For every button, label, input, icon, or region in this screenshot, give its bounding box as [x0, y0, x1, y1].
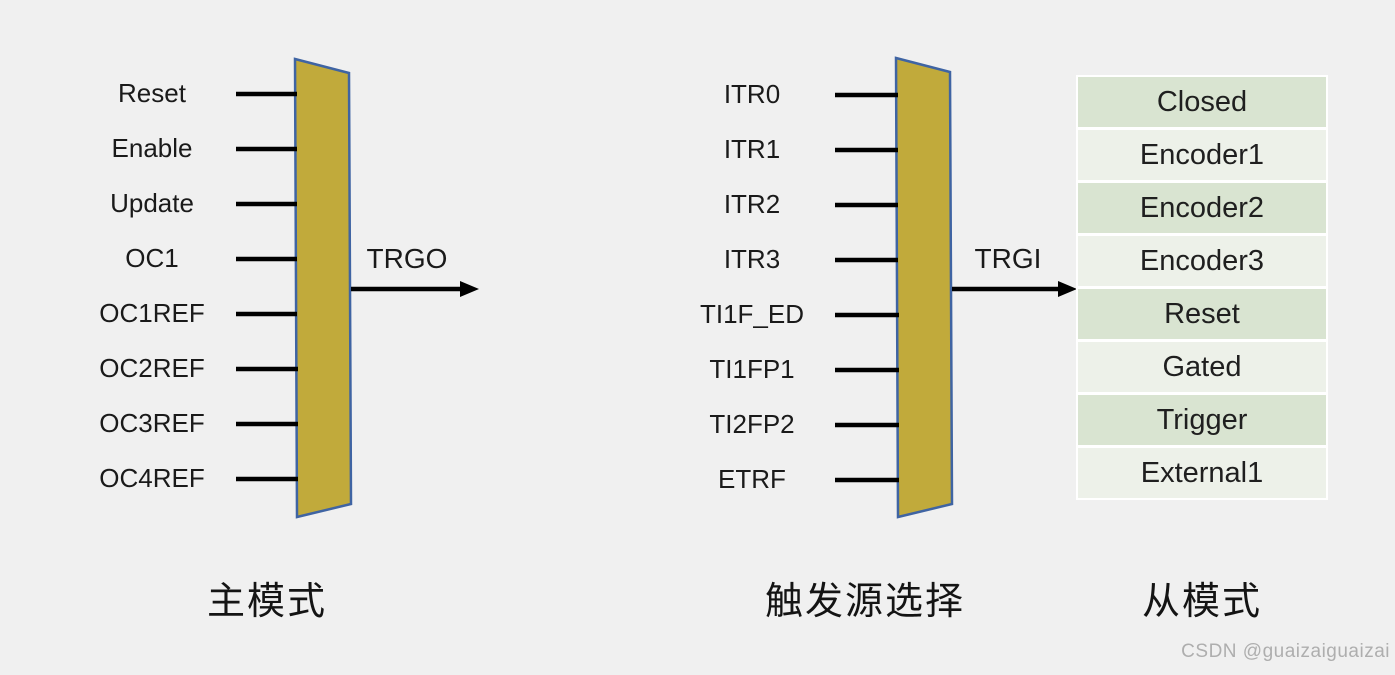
trigger-input-wires: [835, 92, 899, 483]
port-label: Update: [110, 188, 194, 218]
port-label: ITR2: [723, 189, 781, 219]
slave-mode-row: Trigger: [1078, 395, 1326, 445]
port-label: TI2FP2: [709, 409, 795, 439]
port-label: OC1REF: [99, 298, 205, 328]
trigger-port-labels: ITR0 ITR1 ITR2 ITR3 TI1F_ED TI1FP1 TI2FP…: [652, 67, 852, 507]
port-label: OC2REF: [99, 353, 205, 383]
trgo-signal-label: TRGO: [366, 243, 448, 274]
trigger-source-caption: 触发源选择: [764, 581, 965, 623]
csdn-watermark: CSDN @guaizaiguaizai: [1181, 641, 1390, 662]
slave-mode-row: Encoder1: [1078, 130, 1326, 180]
master-mux-shape: [293, 57, 353, 519]
port-label: ITR3: [723, 244, 781, 274]
port-label: OC3REF: [99, 408, 205, 438]
port-label: TI1FP1: [709, 354, 795, 384]
slave-mode-row: Reset: [1078, 289, 1326, 339]
slave-mode-row: Gated: [1078, 342, 1326, 392]
master-mode-caption: 主模式: [206, 581, 327, 623]
master-port-labels: Reset Enable Update OC1 OC1REF OC2REF OC…: [52, 66, 252, 506]
port-label: TI1F_ED: [699, 299, 805, 329]
slave-mode-row: Encoder3: [1078, 236, 1326, 286]
trgo-arrow: [351, 281, 479, 297]
port-label: ITR0: [723, 79, 781, 109]
slave-mode-table: Closed Encoder1 Encoder2 Encoder3 Reset …: [1076, 75, 1328, 500]
port-label: ETRF: [718, 464, 786, 494]
port-label: Reset: [118, 78, 186, 108]
slave-mode-row: Encoder2: [1078, 183, 1326, 233]
port-label: ITR1: [723, 134, 781, 164]
port-label: OC1: [125, 243, 179, 273]
slave-mode-row: External1: [1078, 448, 1326, 498]
trgi-arrow: [952, 281, 1077, 297]
slave-mode-row: Closed: [1078, 77, 1326, 127]
trgi-signal-label: TRGI: [974, 243, 1042, 274]
master-input-wires: [236, 91, 298, 482]
port-label: OC4REF: [99, 463, 205, 493]
trigger-mux-shape: [894, 56, 954, 519]
port-label: Enable: [111, 133, 193, 163]
slave-mode-caption: 从模式: [1141, 581, 1262, 623]
